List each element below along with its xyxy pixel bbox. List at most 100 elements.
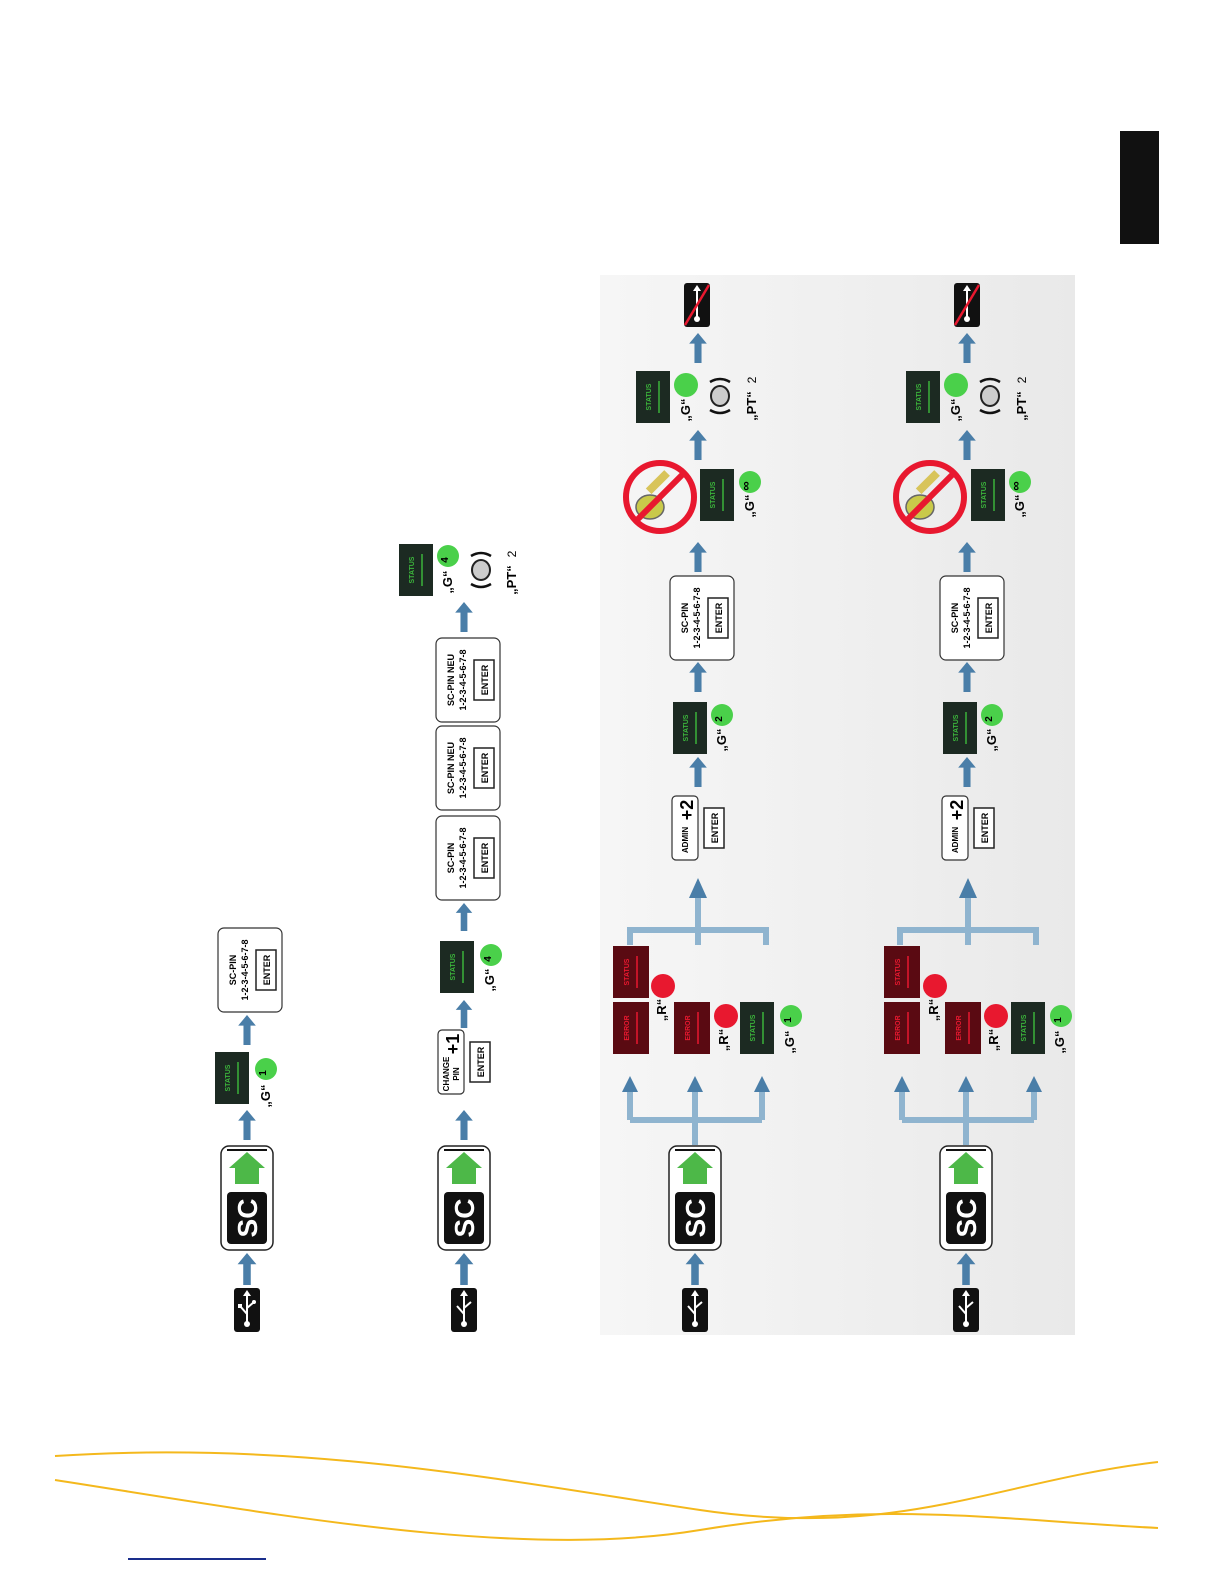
svg-text:ENTER: ENTER [710,812,720,843]
admin-box: ADMIN +2 ENTER [671,795,725,861]
speaker-icon [709,377,731,415]
svg-text:STATUS: STATUS [450,953,457,980]
sc-pin-new-box: SC-PIN NEU 1-2-3-4-5-6-7-8 ENTER [435,637,501,723]
error-panel: ERROR [884,1002,920,1054]
svg-text:+1: +1 [443,1034,463,1055]
sc-pin-box: SC-PIN 1-2-3-4-5-6-7-8 ENTER [435,815,501,901]
svg-text:∞: ∞ [1008,481,1023,490]
svg-text:2: 2 [984,716,995,722]
svg-text:4: 4 [440,557,451,563]
svg-text:„R“: „R“ [986,1029,1001,1051]
no-key-icon [893,460,967,534]
svg-text:ERROR: ERROR [895,1015,902,1040]
green-led [780,1005,802,1027]
svg-text:„G“: „G“ [482,968,497,991]
svg-text:1-2-3-4-5-6-7-8: 1-2-3-4-5-6-7-8 [458,737,468,798]
svg-text:STATUS: STATUS [225,1064,232,1091]
svg-text:2: 2 [714,716,725,722]
status-panel: STATUS [399,544,433,596]
svg-text:PIN: PIN [452,1067,461,1081]
svg-text:CHANGE: CHANGE [442,1056,451,1091]
usb-disconnected-icon [683,283,711,327]
svg-text:+2: +2 [677,800,697,821]
usb-icon [953,1288,979,1332]
svg-text:STATUS: STATUS [916,383,923,410]
status-panel: STATUS [636,371,670,423]
svg-text:SC: SC [449,1199,480,1238]
svg-text:STATUS: STATUS [981,481,988,508]
svg-text:SC-PIN NEU: SC-PIN NEU [446,654,456,706]
svg-text:„G“: „G“ [984,728,999,751]
status-panel: STATUS [700,469,734,521]
svg-text:1-2-3-4-5-6-7-8: 1-2-3-4-5-6-7-8 [240,939,250,1000]
svg-text:1: 1 [1053,1017,1064,1023]
svg-text:ENTER: ENTER [480,752,490,783]
sc-pin-box: SC-PIN 1-2-3-4-5-6-7-8 ENTER [939,575,1005,661]
red-led [984,1004,1008,1028]
svg-text:1-2-3-4-5-6-7-8: 1-2-3-4-5-6-7-8 [962,587,972,648]
svg-text:SC: SC [951,1199,982,1238]
sc-pin-new-box: SC-PIN NEU 1-2-3-4-5-6-7-8 ENTER [435,725,501,811]
footer-link-underline [128,1558,266,1560]
svg-text:„G“: „G“ [440,570,455,593]
status-panel: STATUS [440,941,474,993]
admin-box: ADMIN +2 ENTER [941,795,995,861]
svg-text:4: 4 [483,956,494,962]
svg-text:SC-PIN NEU: SC-PIN NEU [446,742,456,794]
error-panel: ERROR [945,1002,981,1054]
row-4: SC ERROR STATUS „R“ ERROR „R“ STATU [884,283,1072,1332]
row-1: SC STATUS 1 „G“ SC-PIN 1-2-3-4-5-6-7-8 E… [215,927,283,1332]
green-led [739,471,761,493]
green-led [1050,1005,1072,1027]
svg-text:ENTER: ENTER [476,1046,486,1077]
svg-text:ENTER: ENTER [262,954,272,985]
usb-disconnected-icon [953,283,981,327]
red-led [923,974,947,998]
svg-text:SC: SC [232,1199,263,1238]
svg-text:„G“: „G“ [1012,494,1027,517]
svg-text:ERROR: ERROR [956,1015,963,1040]
svg-text:„G“: „G“ [742,494,757,517]
status-panel-red: STATUS [613,946,649,998]
status-panel: STATUS [740,1002,774,1054]
status-panel: STATUS [971,469,1005,521]
status-panel: STATUS [1011,1002,1045,1054]
svg-text:STATUS: STATUS [710,481,717,508]
svg-text:„G“: „G“ [1052,1030,1067,1053]
svg-text:1-2-3-4-5-6-7-8: 1-2-3-4-5-6-7-8 [458,649,468,710]
green-led [1009,471,1031,493]
svg-text:„PT“: „PT“ [504,565,519,595]
sc-pin-box: SC-PIN 1-2-3-4-5-6-7-8 ENTER [217,927,283,1013]
svg-text:SC: SC [680,1199,711,1238]
svg-text:∞: ∞ [738,481,753,490]
error-panel: ERROR [613,1002,649,1054]
sc-card: SC [668,1145,722,1251]
green-led [480,944,502,966]
green-led [437,545,459,567]
decorative-swoosh [54,1451,1159,1541]
svg-text:SC-PIN: SC-PIN [950,603,960,634]
svg-text:„G“: „G“ [714,728,729,751]
green-led [255,1058,277,1080]
green-led [674,373,698,397]
change-pin-box: CHANGE PIN +1 ENTER [437,1029,491,1095]
svg-text:„G“: „G“ [782,1030,797,1053]
svg-text:SC-PIN: SC-PIN [446,843,456,874]
status-panel: STATUS [673,702,707,754]
svg-text:1: 1 [783,1017,794,1023]
sc-card: SC [939,1145,993,1251]
svg-text:ENTER: ENTER [984,602,994,633]
svg-text:„R“: „R“ [926,999,941,1021]
green-led [711,704,733,726]
svg-text:ENTER: ENTER [714,602,724,633]
svg-text:ENTER: ENTER [480,842,490,873]
svg-text:ERROR: ERROR [624,1015,631,1040]
edge-tab-marker [1120,131,1159,244]
error-panel: ERROR [674,1002,710,1054]
usb-icon [451,1288,477,1332]
row-2: SC CHANGE PIN +1 ENTER STATUS 4 „G“ SC-P… [399,544,519,1332]
speaker-icon [470,551,492,589]
svg-text:STATUS: STATUS [683,714,690,741]
usb-icon [682,1288,708,1332]
